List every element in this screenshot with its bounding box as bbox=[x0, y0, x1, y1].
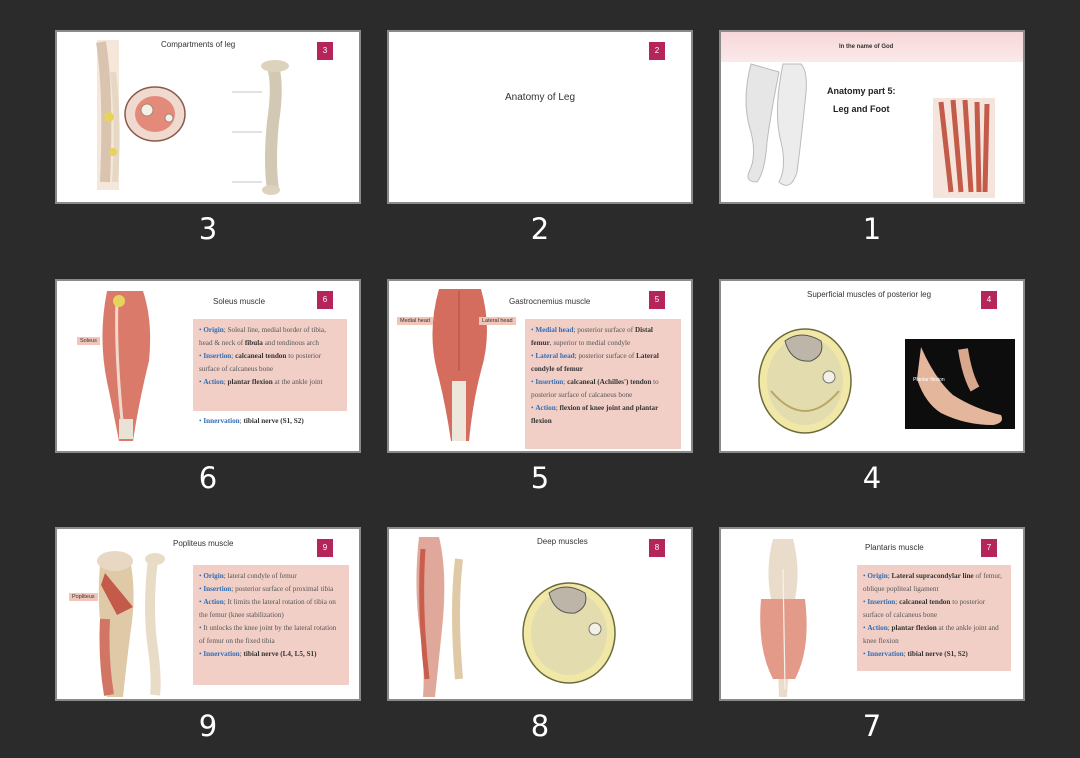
slide-badge: 3 bbox=[317, 42, 333, 60]
bullet-origin: • Origin; lateral condyle of femur bbox=[199, 572, 297, 580]
slide-number: 4 bbox=[862, 461, 882, 495]
bullet-unlocks: • It unlocks the knee joint by the later… bbox=[199, 624, 337, 645]
slide-title: Popliteus muscle bbox=[173, 539, 234, 548]
title-line-1: Anatomy part 5: bbox=[827, 86, 896, 96]
deep-muscles-illustration bbox=[416, 537, 616, 697]
leg-compartments-illustration bbox=[96, 40, 289, 195]
soleus-illustration bbox=[102, 291, 151, 441]
popliteus-tag: Popliteus bbox=[69, 593, 98, 601]
slide-thumbnail[interactable]: Compartments of leg 3 bbox=[55, 30, 361, 204]
slide-number: 5 bbox=[530, 461, 550, 495]
bullet-action: • Action; plantar flexion at the ankle j… bbox=[199, 378, 323, 386]
bullet-origin: • Origin; Soleal line, medial border of … bbox=[199, 326, 326, 347]
slide-number: 9 bbox=[198, 709, 218, 743]
bullet-innervation: • Innervation; tibial nerve (L4, L5, S1) bbox=[199, 650, 317, 658]
slide-title: Superficial muscles of posterior leg bbox=[807, 290, 932, 299]
posterior-leg-cross-section bbox=[758, 328, 852, 434]
foot-photo-illustration bbox=[917, 347, 1002, 425]
plantar-flexion-photo: Plantar flexion bbox=[905, 339, 1015, 429]
soleus-tag: Soleus bbox=[77, 337, 100, 345]
soleus-text-box: • Origin; Soleal line, medial border of … bbox=[193, 319, 347, 411]
bullet-insertion: • Insertion; calcaneal tendon to posteri… bbox=[863, 598, 986, 619]
slide-badge: 7 bbox=[981, 539, 997, 557]
gastrocnemius-text-box: • Medial head; posterior surface of Dist… bbox=[525, 319, 681, 449]
slide-thumbnail[interactable]: Anatomy of Leg 2 bbox=[387, 30, 693, 204]
slide-thumbnail[interactable]: Popliteus muscle 9 Popliteus • Origin; l… bbox=[55, 527, 361, 701]
bullet-insertion: • Insertion; posterior surface of proxim… bbox=[199, 585, 334, 593]
bullet-action: • Action; flexion of knee joint and plan… bbox=[531, 404, 659, 425]
bullet-insertion: • Insertion; calcaneal tendon to posteri… bbox=[199, 352, 322, 373]
slide-number: 2 bbox=[530, 212, 550, 246]
slide-thumbnail[interactable]: Plantaris muscle 7 • Origin; Lateral sup… bbox=[719, 527, 1025, 701]
header-text: In the name of God bbox=[839, 44, 894, 50]
bullet-lateral-head: • Lateral head; posterior surface of Lat… bbox=[531, 352, 659, 373]
soleus-innervation: • Innervation; tibial nerve (S1, S2) bbox=[199, 417, 304, 425]
slide-badge: 2 bbox=[649, 42, 665, 60]
slide-number: 1 bbox=[862, 212, 882, 246]
slide-thumbnail[interactable]: Gastrocnemius muscle 5 Medial head Later… bbox=[387, 279, 693, 453]
gastrocnemius-illustration bbox=[432, 289, 487, 441]
bullet-innervation: • Innervation; tibial nerve (S1, S2) bbox=[863, 650, 968, 658]
title-line-2: Leg and Foot bbox=[833, 104, 890, 114]
bullet-action: • Action; plantar flexion at the ankle j… bbox=[863, 624, 999, 645]
slide-thumbnail[interactable]: In the name of God Anatomy part 5: Leg a… bbox=[719, 30, 1025, 204]
slide-thumbnail[interactable]: Deep muscles 8 bbox=[387, 527, 693, 701]
slide-number: 8 bbox=[530, 709, 550, 743]
slide-thumbnail[interactable]: Soleus muscle 6 Soleus • Origin; Soleal … bbox=[55, 279, 361, 453]
slide-thumbnail[interactable]: Superficial muscles of posterior leg 4 P… bbox=[719, 279, 1025, 453]
slide-badge: 5 bbox=[649, 291, 665, 309]
plantar-flexion-label: Plantar flexion bbox=[913, 377, 945, 383]
lateral-head-tag: Lateral head bbox=[479, 317, 516, 325]
slide-number: 6 bbox=[198, 461, 218, 495]
leg-and-foot-illustration bbox=[745, 63, 995, 198]
slide-badge: 8 bbox=[649, 539, 665, 557]
slide-number: 3 bbox=[198, 212, 218, 246]
slide-title: Deep muscles bbox=[537, 537, 588, 546]
medial-head-tag: Medial head bbox=[397, 317, 433, 325]
bullet-origin: • Origin; Lateral supracondylar line of … bbox=[863, 572, 1002, 593]
bullet-medial-head: • Medial head; posterior surface of Dist… bbox=[531, 326, 653, 347]
title-header-band bbox=[721, 32, 1023, 62]
bullet-action: • Action; It limits the lateral rotation… bbox=[199, 598, 336, 619]
popliteus-illustration bbox=[97, 551, 165, 697]
slide-title: Compartments of leg bbox=[161, 40, 236, 49]
plantaris-text-box: • Origin; Lateral supracondylar line of … bbox=[857, 565, 1011, 671]
plantaris-illustration bbox=[760, 539, 807, 697]
slide-title: Plantaris muscle bbox=[865, 543, 924, 552]
slide-number: 7 bbox=[862, 709, 882, 743]
popliteus-text-box: • Origin; lateral condyle of femur • Ins… bbox=[193, 565, 349, 685]
slide-title: Soleus muscle bbox=[213, 297, 266, 306]
slide-badge: 9 bbox=[317, 539, 333, 557]
slide-title: Anatomy of Leg bbox=[505, 92, 576, 103]
slide-badge: 4 bbox=[981, 291, 997, 309]
slide-title: Gastrocnemius muscle bbox=[509, 297, 591, 306]
bullet-insertion: • Insertion; calcaneal (Achilles') tendo… bbox=[531, 378, 659, 399]
slide-badge: 6 bbox=[317, 291, 333, 309]
